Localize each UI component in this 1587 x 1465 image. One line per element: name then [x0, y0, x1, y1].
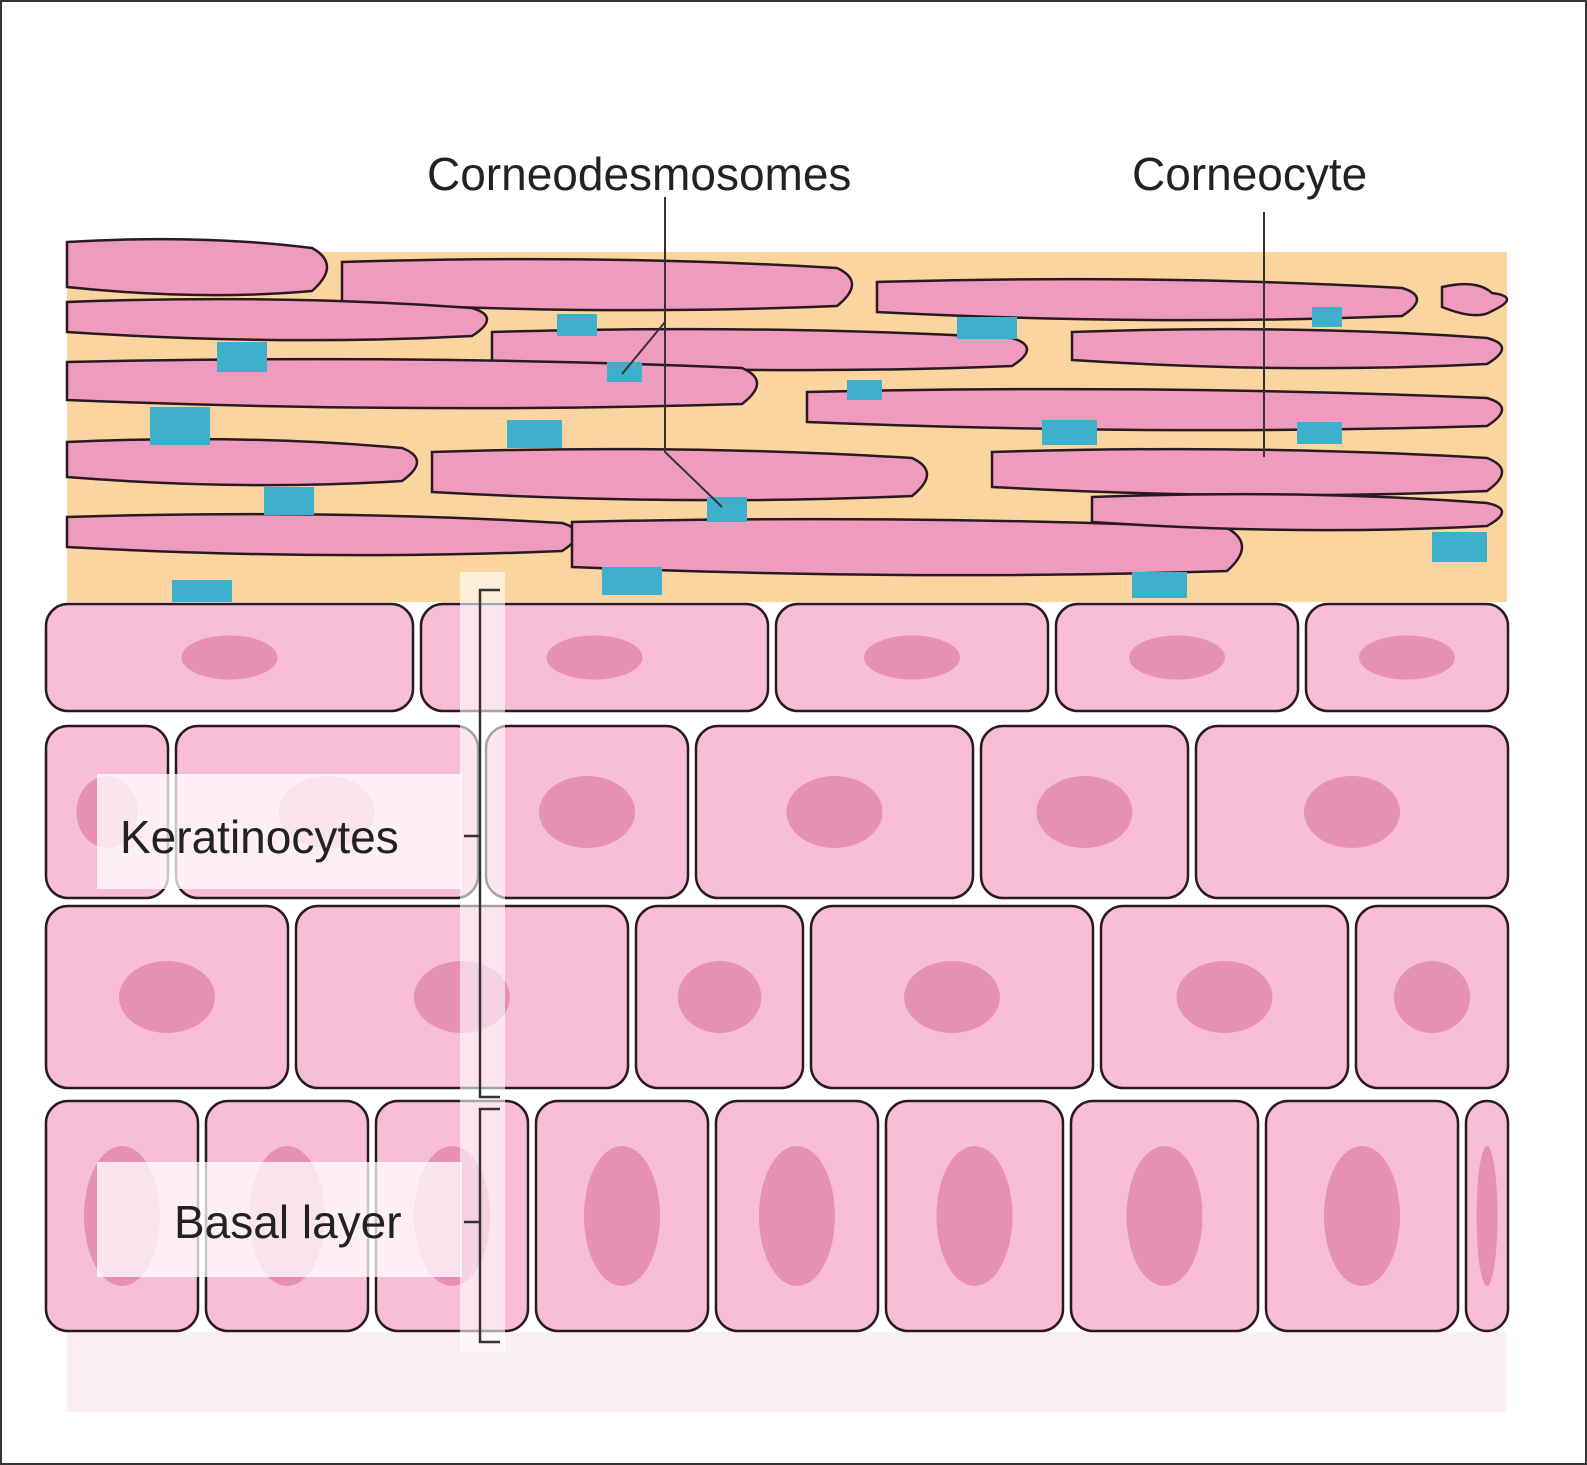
corneocyte: [1070, 327, 1504, 370]
stratum-corneum: [65, 237, 1509, 602]
nucleus: [119, 961, 215, 1033]
keratinocytes-label-backdrop: [97, 774, 462, 889]
corneodesmosome: [1042, 420, 1097, 445]
nucleus: [1036, 776, 1133, 848]
corneocyte: [65, 357, 759, 410]
corneocyte: [1090, 492, 1504, 532]
corneocyte: [340, 257, 854, 312]
corneodesmosome: [264, 487, 314, 515]
lipid-band: [67, 577, 1507, 597]
corneodesmosome: [507, 420, 562, 448]
corneodesmosome: [707, 497, 747, 522]
corneodesmosome: [957, 317, 1017, 339]
nucleus: [759, 1146, 835, 1286]
basal-layer-label: Basal layer: [174, 1196, 402, 1248]
leader-lines: [621, 197, 1265, 508]
corneocyte: [805, 387, 1504, 432]
corneocyte: [990, 447, 1504, 497]
corneocyte: [875, 277, 1419, 322]
nucleus: [1176, 961, 1273, 1033]
corneodesmosome: [1297, 422, 1342, 444]
keratinocytes-label: Keratinocytes: [120, 811, 399, 863]
nucleus: [546, 635, 643, 680]
dermis-fade: [67, 1332, 1507, 1412]
corneodesmosome: [557, 314, 597, 336]
corneodesmosome: [1312, 307, 1342, 327]
corneodesmosome: [150, 407, 210, 445]
nucleus: [786, 776, 883, 848]
corneodesmosome-leader-2: [664, 322, 723, 508]
nucleus: [1304, 776, 1400, 848]
corneocyte: [1440, 282, 1509, 317]
nucleus: [181, 635, 278, 680]
basal-label-backdrop: [97, 1162, 462, 1277]
corneodesmosome: [602, 567, 662, 595]
nucleus: [1359, 635, 1455, 680]
corneodesmosome: [1432, 532, 1487, 562]
corneocyte: [570, 517, 1244, 577]
corneocyte-label: Corneocyte: [1132, 148, 1368, 200]
nucleus: [1394, 961, 1470, 1033]
keratinocytes-bracket: [478, 588, 500, 1099]
bracket-backdrop: [460, 572, 505, 1352]
nucleus: [1126, 1146, 1203, 1286]
nucleus: [1324, 1146, 1400, 1286]
corneodesmosome: [1132, 572, 1187, 598]
nucleus: [1129, 635, 1225, 680]
nucleus: [904, 961, 1000, 1033]
corneodesmosomes-label: Corneodesmosomes: [427, 148, 852, 200]
nucleus: [936, 1146, 1013, 1286]
nucleus: [539, 776, 635, 848]
basal-bracket: [478, 1107, 500, 1344]
layer-bracket: [464, 588, 500, 1344]
nucleus: [584, 1146, 660, 1286]
corneocyte: [430, 447, 929, 502]
corneocyte: [65, 512, 579, 557]
nucleus: [864, 635, 960, 680]
corneodesmosome: [847, 380, 882, 400]
corneodesmosome: [217, 342, 267, 372]
nucleus: [677, 961, 762, 1033]
corneodesmosome: [172, 580, 232, 602]
nucleus: [1476, 1146, 1498, 1286]
corneocyte: [65, 297, 489, 342]
corneocyte: [65, 237, 329, 297]
corneocyte: [65, 437, 419, 487]
